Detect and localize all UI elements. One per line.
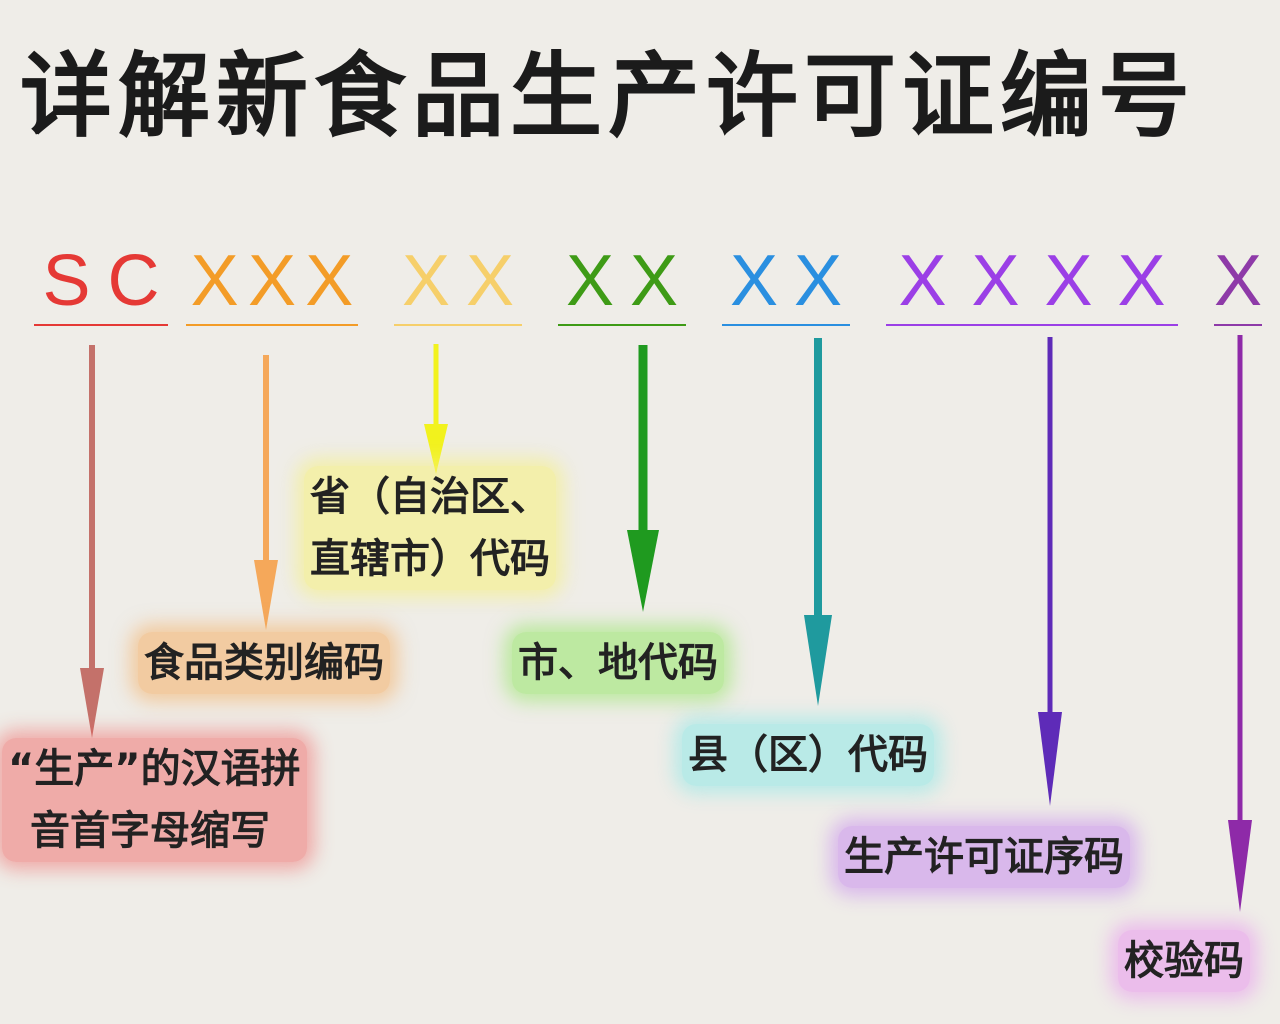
- arrow-city: [627, 345, 659, 612]
- label-city: 市、地代码: [512, 632, 724, 694]
- label-category-line1: 食品类别编码: [144, 640, 384, 686]
- arrow-check: [1228, 335, 1252, 912]
- arrow-province: [424, 344, 448, 474]
- code-char-city-1: X: [565, 241, 615, 321]
- code-char-serial-3: X: [1044, 241, 1093, 321]
- arrow-serial: [1038, 337, 1062, 806]
- label-city-line1: 市、地代码: [518, 640, 718, 686]
- label-sc-line1: “生产”的汉语拼: [8, 746, 301, 792]
- code-char-sc-1: S: [42, 241, 91, 321]
- code-char-serial-1: X: [898, 241, 947, 321]
- label-province-line1: 省（自治区、: [310, 474, 550, 520]
- code-char-county-1: X: [729, 241, 779, 321]
- code-char-category-3: X: [305, 241, 354, 321]
- label-sc: “生产”的汉语拼 音首字母缩写: [2, 738, 307, 862]
- arrow-sc: [80, 345, 104, 738]
- code-char-sc-2: C: [107, 241, 160, 321]
- code-char-serial-4: X: [1117, 241, 1166, 321]
- segment-check: X: [1214, 238, 1262, 326]
- label-check-line1: 校验码: [1124, 938, 1244, 984]
- code-char-province-1: X: [401, 241, 451, 321]
- label-county-line1: 县（区）代码: [688, 732, 928, 778]
- label-serial: 生产许可证序码: [838, 826, 1130, 888]
- label-province-line2: 直辖市）代码: [310, 536, 550, 582]
- label-serial-line1: 生产许可证序码: [844, 834, 1124, 880]
- code-char-category-2: X: [247, 241, 296, 321]
- arrow-category: [254, 355, 278, 630]
- code-char-category-1: X: [190, 241, 239, 321]
- label-county: 县（区）代码: [682, 724, 934, 786]
- label-check: 校验码: [1118, 930, 1250, 992]
- label-category: 食品类别编码: [138, 632, 390, 694]
- label-sc-line2: 音首字母缩写: [30, 808, 270, 854]
- page-title: 详解新食品生产许可证编号: [20, 43, 1197, 150]
- arrow-county: [804, 338, 832, 706]
- code-char-serial-2: X: [971, 241, 1020, 321]
- code-char-city-2: X: [629, 241, 679, 321]
- code-char-check-1: X: [1214, 241, 1263, 321]
- code-char-county-2: X: [793, 241, 843, 321]
- code-char-province-2: X: [465, 241, 515, 321]
- label-province: 省（自治区、 直辖市）代码: [304, 466, 556, 590]
